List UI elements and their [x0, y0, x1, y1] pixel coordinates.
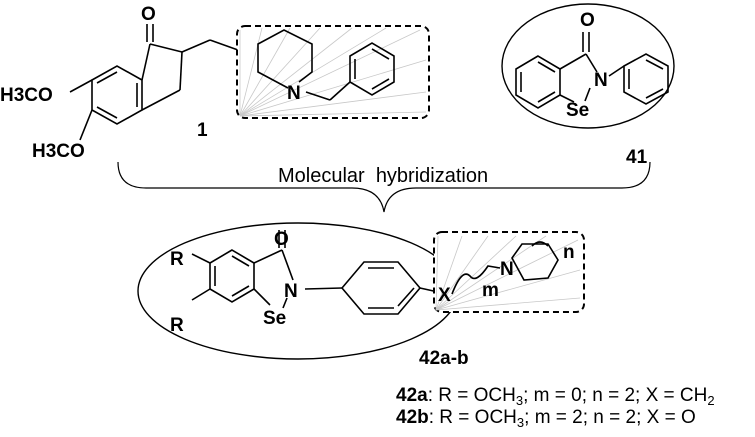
legend-42b-id: 42b	[396, 407, 429, 428]
legend-42b: 42b: R = OCH3; m = 2; n = 2; X = O	[396, 407, 696, 429]
legend-42a-text: : R = OCH	[427, 385, 516, 406]
hybrid-carbonyl-oxygen: O	[274, 229, 289, 250]
amine-linker-fragment: X m N n	[433, 231, 585, 313]
hybrid-structure: O N Se R R	[137, 222, 459, 360]
donepezil-carbonyl-oxygen: O	[141, 4, 156, 25]
hybrid-compound-number: 42a-b	[419, 348, 469, 369]
donepezil-nitrogen: N	[287, 83, 301, 104]
hybrid-linker-x: X	[438, 285, 451, 306]
donepezil-structure	[69, 24, 239, 141]
hybrid-amine-nitrogen: N	[500, 259, 514, 280]
hybridization-brace	[117, 161, 651, 213]
legend-42b-text: : R = OCH	[428, 407, 517, 428]
ebselen-selenium: Se	[566, 100, 589, 121]
legend-42a-id: 42a	[396, 385, 428, 406]
legend-42a: 42a: R = OCH3; m = 0; n = 2; X = CH2	[396, 385, 715, 407]
ebselen-compound-number: 41	[626, 147, 648, 168]
hybrid-r-bottom: R	[170, 315, 184, 336]
donepezil-methoxy-bottom: H3CO	[32, 141, 85, 162]
donepezil-methoxy-top: H3CO	[0, 85, 53, 106]
donepezil-compound-number: 1	[197, 120, 208, 141]
hybrid-selenium: Se	[263, 308, 286, 329]
ebselen-nitrogen: N	[594, 70, 608, 91]
ebselen-structure: O N Se	[501, 3, 675, 129]
hybrid-r-top: R	[170, 249, 184, 270]
hybridization-label: Molecular hybridization	[278, 165, 488, 187]
hybrid-nitrogen: N	[284, 281, 298, 302]
legend-42b-rest: ; m = 2; n = 2; X = O	[524, 407, 696, 428]
hybrid-index-n: n	[563, 242, 575, 263]
hybrid-index-m: m	[482, 280, 499, 301]
legend-42a-sub2: 2	[707, 393, 715, 408]
legend-42a-sub1: 3	[515, 393, 524, 408]
legend-42a-rest: ; m = 0; n = 2; X = CH	[523, 385, 708, 406]
ebselen-carbonyl-oxygen: O	[580, 10, 595, 31]
benzylpiperidine-fragment: N	[236, 25, 430, 119]
legend-42b-sub1: 3	[516, 415, 525, 430]
